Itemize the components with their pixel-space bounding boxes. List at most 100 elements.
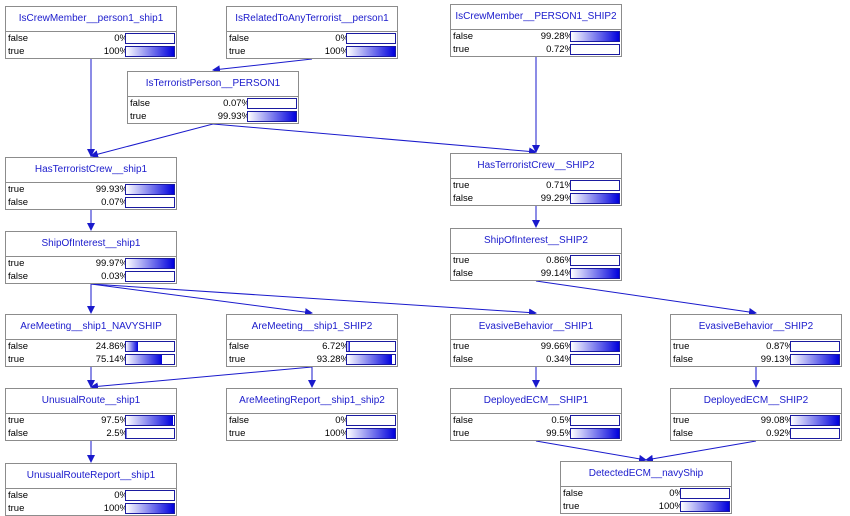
state-value: 99.97% — [95, 258, 128, 269]
edge-n14-to-n17 — [535, 440, 647, 463]
state-value: 0.92% — [766, 428, 793, 439]
prob-bar — [346, 46, 396, 57]
prob-bar — [125, 341, 175, 352]
prob-bar — [570, 180, 620, 191]
prob-fill — [571, 32, 619, 41]
state-label: true — [229, 46, 246, 57]
prob-fill — [571, 194, 619, 203]
prob-bar — [790, 415, 840, 426]
state-label: true — [8, 258, 25, 269]
prob-fill — [571, 429, 619, 438]
state-label: true — [8, 354, 25, 365]
prob-bar — [570, 428, 620, 439]
node-title: IsRelatedToAnyTerrorist__person1 — [227, 7, 397, 32]
state-row: true 99.97% — [6, 257, 176, 270]
state-label: true — [8, 46, 25, 57]
state-value: 6.72% — [322, 341, 349, 352]
state-label: false — [8, 490, 29, 501]
prob-bar — [125, 503, 175, 514]
state-label: false — [8, 197, 29, 208]
state-row: false 0% — [6, 489, 176, 502]
prob-bar — [570, 354, 620, 365]
node-title: EvasiveBehavior__SHIP2 — [671, 315, 841, 340]
prob-bar — [570, 415, 620, 426]
prob-fill — [126, 504, 174, 513]
prob-fill — [126, 416, 173, 425]
state-label: false — [453, 193, 474, 204]
state-label: true — [453, 428, 470, 439]
prob-bar — [790, 428, 840, 439]
prob-bar — [125, 428, 175, 439]
edge-n3-to-n5 — [212, 123, 537, 156]
prob-fill — [347, 429, 395, 438]
prob-bar — [570, 193, 620, 204]
state-value: 0.34% — [546, 354, 573, 365]
node-title: DeployedECM__SHIP2 — [671, 389, 841, 414]
prob-bar — [346, 428, 396, 439]
state-label: true — [8, 415, 25, 426]
state-label: true — [8, 503, 25, 514]
prob-fill — [126, 185, 174, 194]
state-value: 100% — [324, 428, 349, 439]
prob-bar — [125, 258, 175, 269]
state-value: 0% — [114, 490, 128, 501]
state-label: true — [130, 111, 147, 122]
state-value: 99.5% — [546, 428, 573, 439]
state-value: 99.66% — [540, 341, 573, 352]
state-label: true — [453, 44, 470, 55]
state-value: 24.86% — [95, 341, 128, 352]
prob-bar — [125, 33, 175, 44]
prob-bar — [570, 341, 620, 352]
prob-bar — [125, 197, 175, 208]
state-label: true — [563, 501, 580, 512]
prob-fill — [791, 355, 839, 364]
prob-bar — [790, 354, 840, 365]
prob-fill — [126, 355, 163, 364]
state-label: false — [453, 415, 474, 426]
prob-fill — [248, 112, 296, 121]
state-value: 99.29% — [540, 193, 573, 204]
node-title: UnusualRoute__ship1 — [6, 389, 176, 414]
edge-n6-to-n9 — [90, 283, 313, 317]
edge-n6-to-n10 — [90, 283, 537, 317]
prob-bar — [247, 111, 297, 122]
prob-bar — [570, 268, 620, 279]
